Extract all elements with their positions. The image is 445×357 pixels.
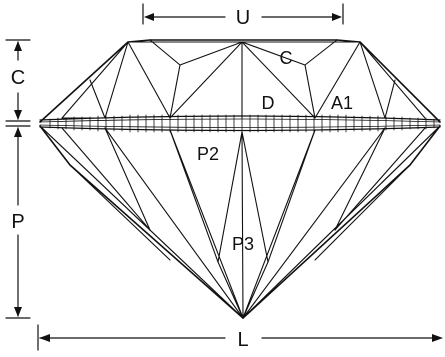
label-l: L: [237, 329, 248, 351]
dimension-u: U: [142, 3, 344, 29]
crown-facets: [61, 39, 426, 119]
dimension-p: P: [5, 125, 31, 319]
label-c: C: [11, 67, 25, 89]
label-p: P: [11, 211, 24, 233]
dimension-c: C: [5, 39, 31, 122]
label-crown-facet: C: [280, 48, 293, 68]
label-upper-girdle-facet: A1: [331, 93, 353, 113]
girdle: [39, 114, 441, 133]
label-u: U: [236, 7, 250, 29]
label-pavilion-facet-p3: P3: [232, 234, 254, 254]
dimension-l: L: [37, 324, 443, 351]
label-pavilion-facet-p2: P2: [197, 144, 219, 164]
pavilion-facets: [61, 127, 426, 319]
label-table-facet: D: [262, 93, 275, 113]
